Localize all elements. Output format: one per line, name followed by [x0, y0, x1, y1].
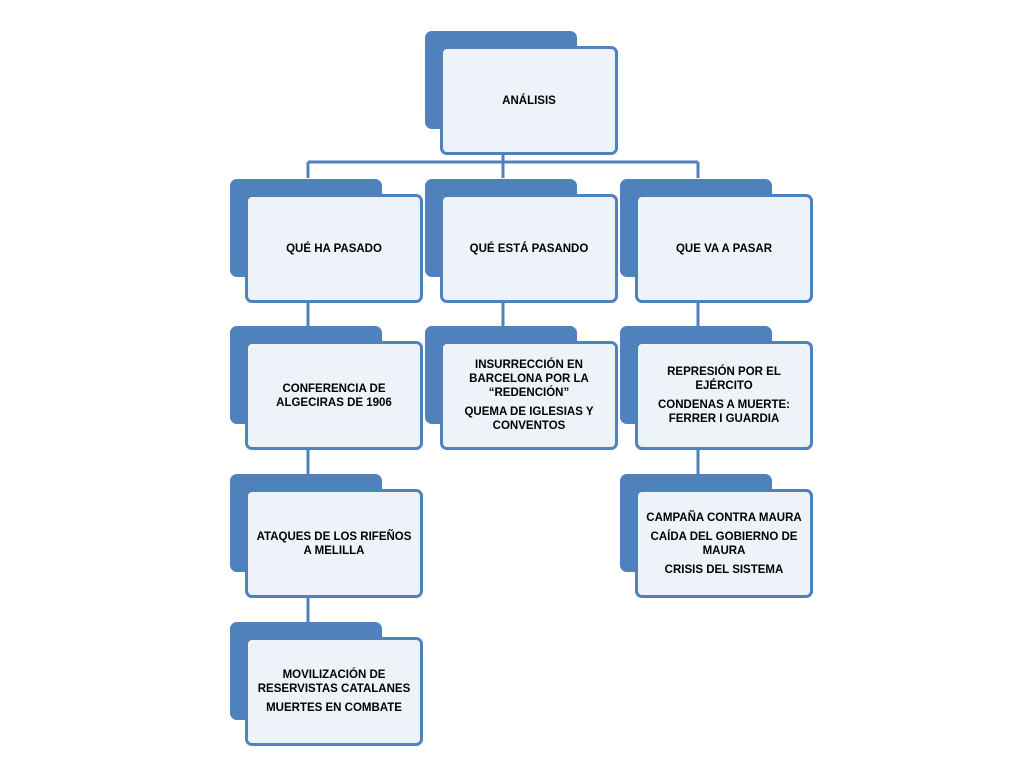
node-que-esta-pasando: QUÉ ESTÁ PASANDO: [425, 179, 618, 303]
node-text: MUERTES EN COMBATE: [266, 702, 402, 714]
node-front: REPRESIÓN POR EL EJÉRCITO CONDENAS A MUE…: [635, 341, 813, 450]
node-que-va-a-pasar: QUE VA A PASAR: [620, 179, 813, 303]
node-text: CONFERENCIA DE ALGECIRAS DE 1906: [276, 382, 392, 409]
node-front: QUÉ HA PASADO: [245, 194, 423, 303]
node-root: ANÁLISIS: [425, 31, 618, 155]
node-front: INSURRECCIÓN EN BARCELONA POR LA “REDENC…: [440, 341, 618, 450]
node-text: QUÉ ESTÁ PASANDO: [469, 242, 589, 255]
node-front: MOVILIZACIÓN DE RESERVISTAS CATALANES MU…: [245, 637, 423, 746]
node-front: QUE VA A PASAR: [635, 194, 813, 303]
node-represion-ejercito: REPRESIÓN POR EL EJÉRCITO CONDENAS A MUE…: [620, 326, 813, 450]
node-text: CAÍDA DEL GOBIERNO DE MAURA: [650, 530, 798, 557]
node-front: CAMPAÑA CONTRA MAURA CAÍDA DEL GOBIERNO …: [635, 489, 813, 598]
node-ataques-rifenos: ATAQUES DE LOS RIFEÑOS A MELILLA: [230, 474, 423, 598]
node-text: ATAQUES DE LOS RIFEÑOS A MELILLA: [256, 530, 412, 557]
node-text: QUEMA DE IGLESIAS Y CONVENTOS: [464, 406, 594, 432]
node-text: INSURRECCIÓN EN BARCELONA POR LA “REDENC…: [469, 359, 589, 399]
node-conferencia-algeciras: CONFERENCIA DE ALGECIRAS DE 1906: [230, 326, 423, 450]
node-campana-maura: CAMPAÑA CONTRA MAURA CAÍDA DEL GOBIERNO …: [620, 474, 813, 598]
node-que-ha-pasado: QUÉ HA PASADO: [230, 179, 423, 303]
node-front: ATAQUES DE LOS RIFEÑOS A MELILLA: [245, 489, 423, 598]
node-movilizacion-reservistas: MOVILIZACIÓN DE RESERVISTAS CATALANES MU…: [230, 622, 423, 746]
node-front: CONFERENCIA DE ALGECIRAS DE 1906: [245, 341, 423, 450]
node-text: QUÉ HA PASADO: [286, 242, 382, 255]
node-text: MOVILIZACIÓN DE RESERVISTAS CATALANES: [257, 669, 411, 695]
node-text: QUE VA A PASAR: [675, 242, 773, 255]
node-text: REPRESIÓN POR EL EJÉRCITO: [667, 366, 781, 392]
node-text: CRISIS DEL SISTEMA: [664, 563, 784, 576]
node-front: ANÁLISIS: [440, 46, 618, 155]
node-insurreccion-barcelona: INSURRECCIÓN EN BARCELONA POR LA “REDENC…: [425, 326, 618, 450]
node-text: ANÁLISIS: [502, 94, 556, 107]
node-text: CONDENAS A MUERTE: FERRER I GUARDIA: [657, 399, 791, 425]
node-text: CAMPAÑA CONTRA MAURA: [646, 511, 802, 524]
node-front: QUÉ ESTÁ PASANDO: [440, 194, 618, 303]
